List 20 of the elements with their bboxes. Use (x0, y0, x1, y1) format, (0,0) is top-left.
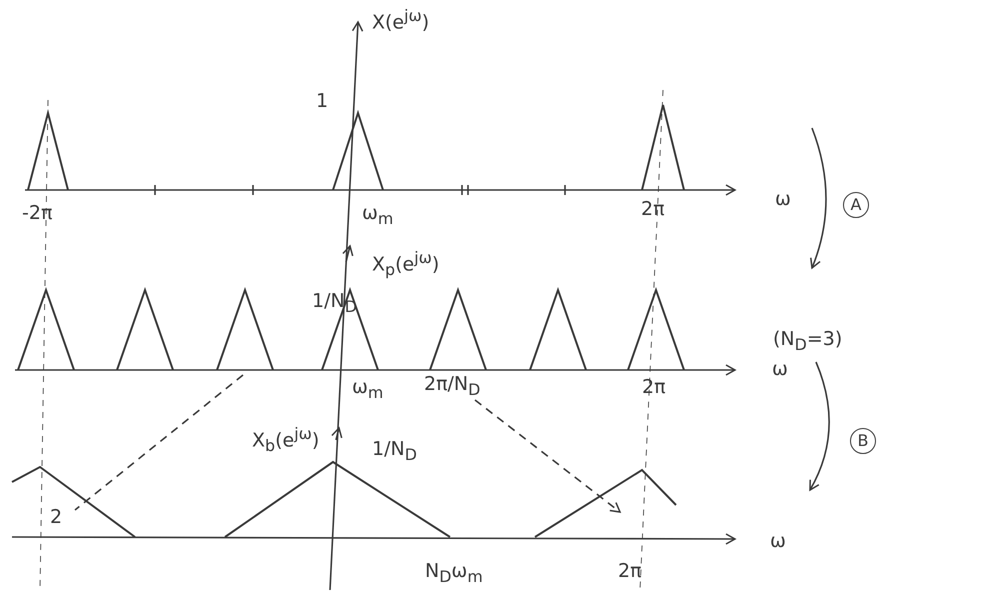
axis-label: 2 (50, 508, 62, 527)
axis-label: N$_{D}$ω$_{m}$ (425, 562, 483, 585)
axis-label: (N$_{D}$=3) (773, 330, 842, 353)
axis-label: ω$_{m}$ (362, 204, 394, 227)
axis-label: ω (772, 360, 788, 379)
axis-label: 2π (642, 378, 666, 397)
axis-label: 2π (618, 562, 642, 581)
axis-label: ω (775, 190, 791, 209)
axis-label: X$_{b}$(e$^{jω}$) (252, 426, 320, 454)
axis-label: 2π (641, 200, 665, 219)
step-marker: B (850, 428, 876, 454)
step-marker: A (843, 192, 869, 218)
axis-label: -2π (22, 204, 52, 223)
axis-label: 2π/N$_{D}$ (424, 375, 480, 398)
axis-label: 1/N$_{D}$ (372, 440, 417, 463)
axis-label: 1 (316, 92, 328, 111)
axis-label: ω$_{m}$ (352, 378, 384, 401)
axis-label: X$_{p}$(e$^{jω}$) (372, 250, 440, 278)
axis-label: X(e$^{jω}$) (372, 8, 430, 32)
axis-label: ω (770, 532, 786, 551)
